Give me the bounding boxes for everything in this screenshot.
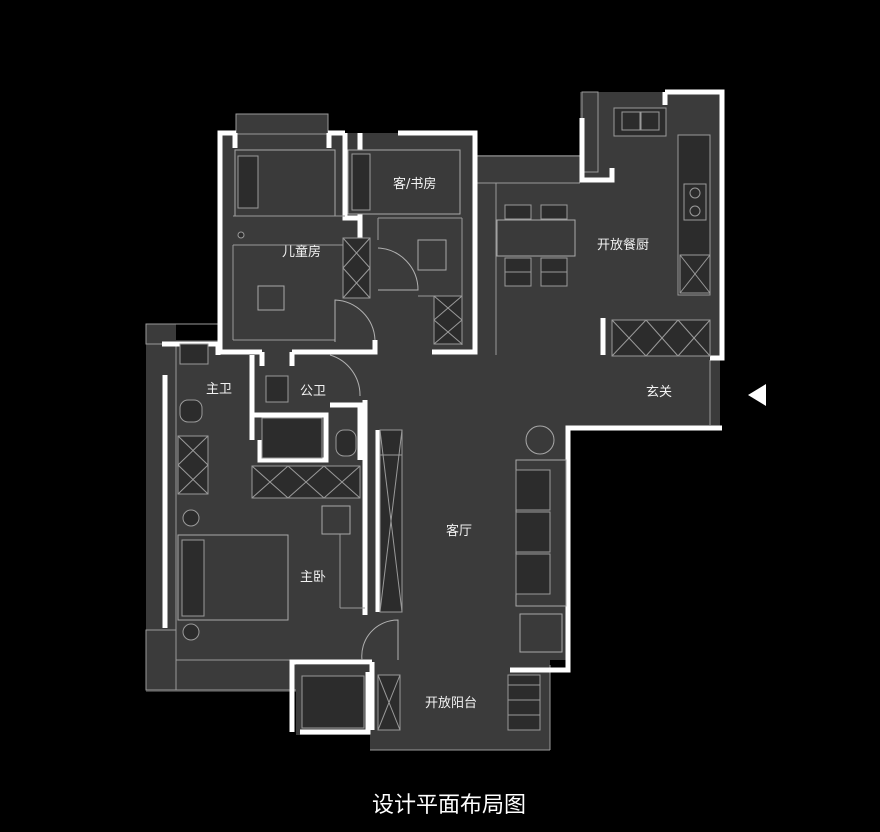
plan-caption: 设计平面布局图 <box>372 793 526 818</box>
dining-set <box>496 204 576 287</box>
balcony-door <box>361 619 399 661</box>
sink <box>621 111 641 131</box>
furniture <box>177 107 711 731</box>
entrance-arrow-icon <box>748 384 766 406</box>
balcony-cabinet <box>377 674 541 731</box>
sofa <box>515 425 567 653</box>
balcony-bench <box>301 675 365 729</box>
bathtub <box>261 417 323 459</box>
label-kids-room: 儿童房 <box>282 244 321 260</box>
public-toilet <box>335 429 357 457</box>
kitchen-cabinet <box>679 254 711 294</box>
master-bed <box>177 509 289 641</box>
label-master-bedroom: 主卧 <box>300 570 326 585</box>
master-desk-chair <box>321 505 351 535</box>
study-door <box>377 247 419 291</box>
foyer-cabinet <box>611 319 711 357</box>
label-living-room: 客厅 <box>446 523 472 539</box>
door-swings <box>329 247 419 661</box>
outer-thin-lines <box>145 91 711 751</box>
guest-chair <box>417 239 447 271</box>
label-foyer: 玄关 <box>646 385 672 400</box>
kids-door <box>334 299 376 342</box>
master-wardrobe <box>251 465 361 499</box>
public-bath-sink <box>265 375 289 403</box>
bath-door <box>329 354 361 397</box>
guest-wardrobe <box>433 295 463 345</box>
master-bath-cabinet <box>177 435 209 495</box>
label-master-bath: 主卫 <box>206 382 232 397</box>
label-open-balcony: 开放阳台 <box>425 696 477 711</box>
label-guest-study: 客/书房 <box>393 176 436 192</box>
kids-wardrobe <box>342 237 371 299</box>
master-bath-sink <box>179 343 209 365</box>
label-public-bath: 公卫 <box>300 384 326 399</box>
kids-chair <box>257 285 285 311</box>
tv-cabinet <box>379 429 403 613</box>
room-labels: 儿童房 客/书房 开放餐厨 主卫 公卫 玄关 客厅 主卧 开放阳台 <box>206 176 672 711</box>
kids-lamp <box>237 231 245 239</box>
toilet <box>179 399 203 423</box>
walls <box>162 89 725 735</box>
stove <box>683 183 707 221</box>
label-open-kitchen: 开放餐厨 <box>597 237 649 253</box>
